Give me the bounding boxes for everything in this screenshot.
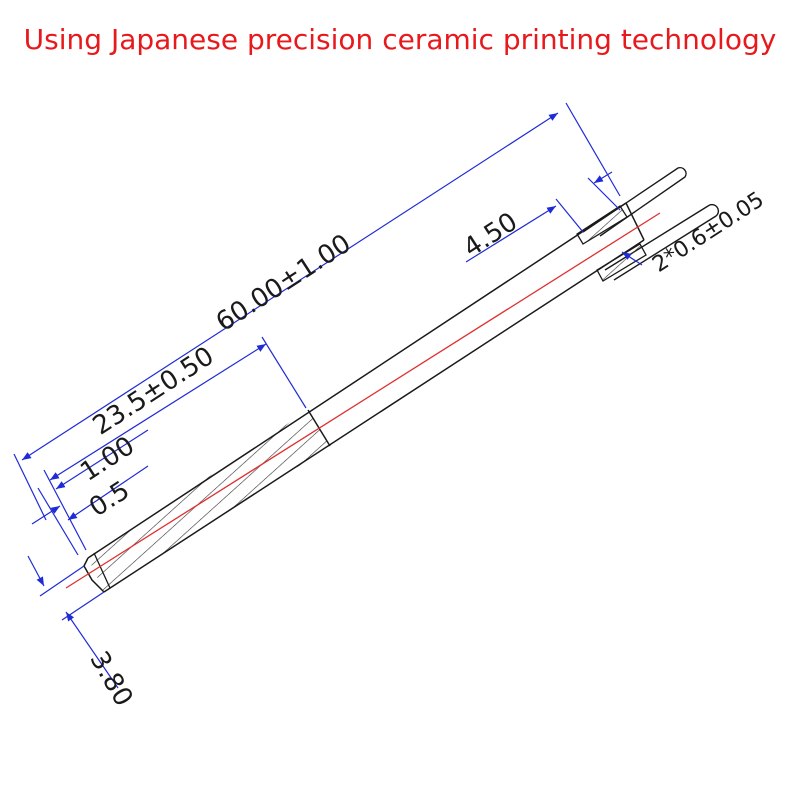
dim-line-heated xyxy=(49,343,267,481)
lead-wire-upper xyxy=(582,166,687,237)
label-heated-zone: 23.5±0.50 xyxy=(88,341,220,441)
lead-pad-upper xyxy=(576,205,628,245)
dim-line-4-50-b xyxy=(593,171,613,184)
headline: Using Japanese precision ceramic printin… xyxy=(23,23,777,56)
label-overall-length: 60.00±1.00 xyxy=(211,229,357,338)
dim-line-1-00 xyxy=(55,429,149,490)
body-bottom-edge xyxy=(103,239,645,593)
dim-line-width-b xyxy=(65,611,119,689)
dim-line-0-5-b xyxy=(67,465,149,521)
label-lead-strip: 4.50 xyxy=(458,207,523,264)
body-right-end xyxy=(625,202,645,241)
label-width: 3.80 xyxy=(83,646,138,711)
leader-lead-wire xyxy=(621,251,643,266)
dim-line-0-5 xyxy=(31,505,61,525)
body-left-end xyxy=(83,557,105,593)
dim-line-width-a xyxy=(27,555,45,587)
end-cap-line xyxy=(93,552,111,589)
label-end-offset-1: 1.00 xyxy=(75,431,140,488)
dim-lead-wire: 2*0.6±0.05 xyxy=(621,187,769,278)
lead-wire-lower xyxy=(604,203,720,281)
dim-line-4-50 xyxy=(465,205,557,263)
lead-wires xyxy=(576,166,720,282)
dim-lead-strip: 4.50 xyxy=(458,171,621,264)
